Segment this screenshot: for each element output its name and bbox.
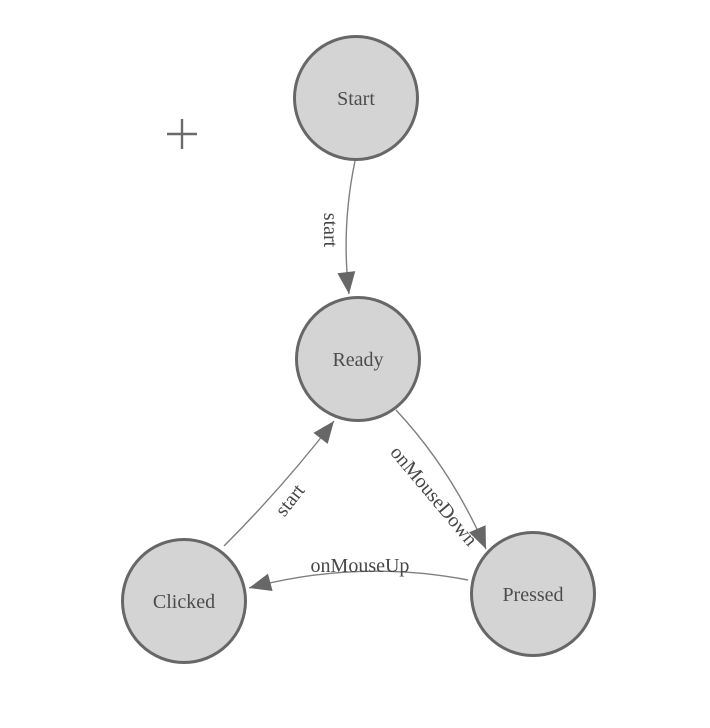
node-start-circle <box>293 35 419 161</box>
node-clicked-label: Clicked <box>153 591 215 613</box>
node-start-label: Start <box>337 88 375 110</box>
edge-label-onmousedown: onMouseDown <box>386 442 482 551</box>
node-pressed-label: Pressed <box>502 584 563 606</box>
edge-ready-to-pressed[interactable] <box>395 409 487 550</box>
crosshair-icon <box>167 119 197 149</box>
node-pressed-circle <box>470 531 596 657</box>
node-pressed[interactable]: Pressed <box>470 531 596 657</box>
edge-label-start-bottom: start <box>271 480 310 521</box>
edge-group <box>223 160 487 592</box>
edge-label-onmouseup: onMouseUp <box>311 555 410 577</box>
node-clicked-circle <box>121 538 247 664</box>
node-ready-circle <box>295 296 421 422</box>
edge-clicked-to-ready[interactable] <box>223 420 335 547</box>
node-start[interactable]: Start <box>293 35 419 161</box>
node-ready-label: Ready <box>332 349 383 371</box>
edge-pressed-to-clicked[interactable] <box>248 570 469 592</box>
node-clicked[interactable]: Clicked <box>121 538 247 664</box>
node-ready[interactable]: Ready <box>295 296 421 422</box>
edge-label-start-top: start <box>319 213 341 248</box>
edge-start-to-ready[interactable] <box>337 160 356 295</box>
